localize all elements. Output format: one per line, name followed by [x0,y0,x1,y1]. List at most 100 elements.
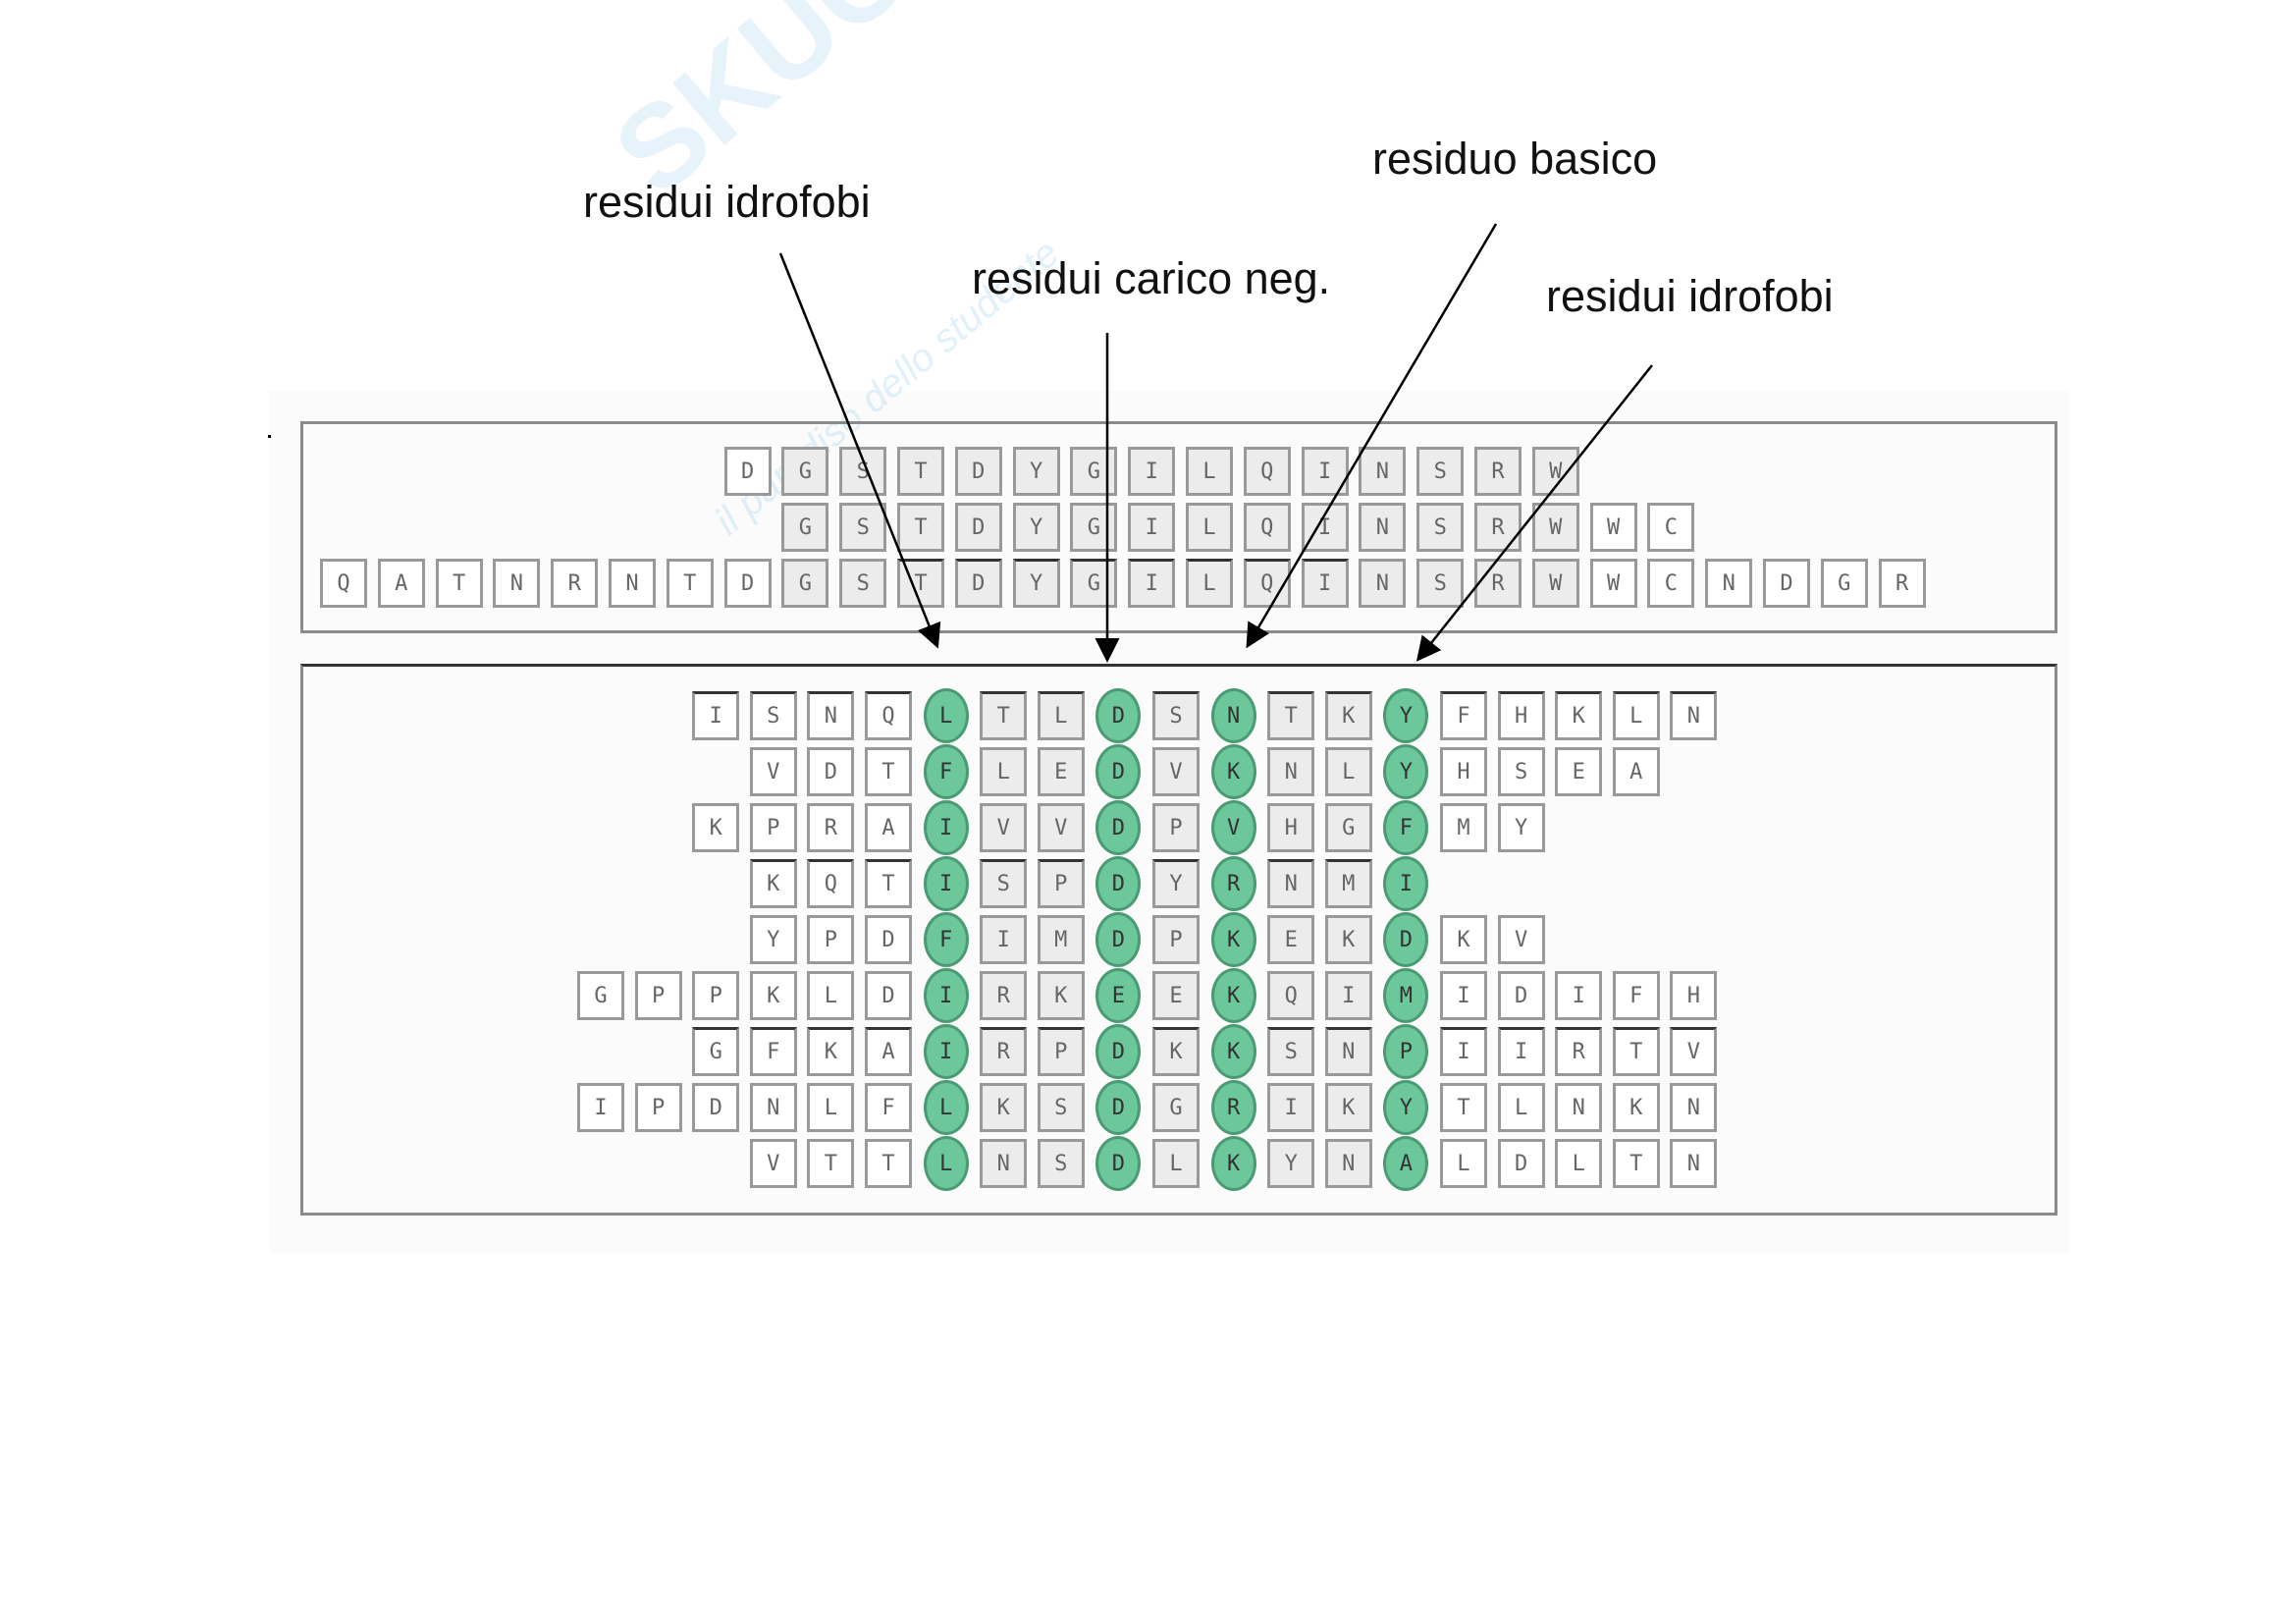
residue-cell: M [1324,859,1372,908]
residue-cell: K [1555,691,1603,740]
highlighted-residue-circle: N [1210,688,1256,743]
residue-cell: A [865,1027,912,1076]
residue-cell: N [1555,1083,1603,1132]
residue-cell: H [1267,803,1315,852]
top-residue-cell: G [1070,447,1118,496]
residue-cell: E [1152,971,1200,1020]
residue-cell: L [1037,691,1085,740]
top-residue-cell: I [1301,559,1349,608]
top-residue-cell: Q [1243,559,1291,608]
top-residue-cell: S [1416,447,1465,496]
residue-cell: P [1037,859,1085,908]
residue-cell: K [1037,971,1085,1020]
highlighted-residue-circle: F [1383,800,1429,855]
residue-cell: T [865,859,912,908]
residue-cell: H [1670,971,1718,1020]
top-residue-cell: R [1474,559,1522,608]
arrow-basic [1246,223,1498,649]
residue-cell: G [1152,1083,1200,1132]
residue-cell: G [692,1027,740,1076]
residue-cell: N [1267,747,1315,796]
residue-cell: I [1267,1083,1315,1132]
top-residue-cell: Y [1012,447,1060,496]
top-residue-cell: C [1647,559,1695,608]
residue-cell: T [807,1139,855,1188]
residue-cell: E [1037,747,1085,796]
highlighted-residue-circle: P [1383,1024,1429,1079]
residue-cell: N [1670,1083,1718,1132]
residue-cell: I [1324,971,1372,1020]
arrow-hydrophobic-left [778,252,941,649]
residue-cell: L [1152,1139,1200,1188]
residue-cell: T [1612,1139,1660,1188]
residue-cell: Q [865,691,912,740]
highlighted-residue-circle: D [1095,912,1142,967]
residue-cell: I [577,1083,624,1132]
residue-cell: D [1497,1139,1545,1188]
top-residue-cell: D [954,503,1002,552]
highlighted-residue-circle: R [1210,1080,1256,1135]
residue-cell: N [749,1083,797,1132]
residue-cell: V [749,747,797,796]
top-residue-cell: W [1531,503,1579,552]
highlighted-residue-circle: M [1383,968,1429,1023]
top-residue-cell: Y [1012,559,1060,608]
residue-cell: S [749,691,797,740]
top-residue-cell: Q [320,559,367,608]
top-residue-cell: N [493,559,541,608]
highlighted-residue-circle: E [1095,968,1142,1023]
top-residue-cell: A [377,559,425,608]
residue-cell: K [749,859,797,908]
highlighted-residue-circle: I [1383,856,1429,911]
top-residue-cell: T [666,559,714,608]
residue-cell: Q [807,859,855,908]
highlighted-residue-circle: R [1210,856,1256,911]
residue-cell: D [692,1083,740,1132]
residue-cell: N [807,691,855,740]
residue-cell: Y [749,915,797,964]
top-residue-cell: G [781,559,829,608]
highlighted-residue-circle: Y [1383,744,1429,799]
top-residue-cell: G [781,447,829,496]
highlighted-residue-circle: D [1095,856,1142,911]
top-residue-cell: N [1359,447,1407,496]
residue-cell: K [1612,1083,1660,1132]
top-residue-cell: W [1589,559,1637,608]
top-residue-cell: L [1186,447,1233,496]
top-residue-cell: L [1186,559,1233,608]
residue-cell: Y [1152,859,1200,908]
residue-cell: I [1497,1027,1545,1076]
top-residue-cell: G [781,503,829,552]
highlighted-residue-circle: D [1095,744,1142,799]
residue-cell: S [1037,1139,1085,1188]
label-hydrophobic-left: residui idrofobi [583,177,871,227]
residue-cell: H [1440,747,1487,796]
residue-cell: V [749,1139,797,1188]
top-residue-cell: G [1820,559,1868,608]
residue-cell: G [577,971,624,1020]
highlighted-residue-circle: I [923,856,969,911]
residue-cell: L [980,747,1028,796]
residue-cell: N [1670,691,1718,740]
highlighted-residue-circle: D [1095,688,1142,743]
top-residue-cell: R [1474,503,1522,552]
highlighted-residue-circle: D [1095,800,1142,855]
top-residue-cell: Y [1012,503,1060,552]
residue-cell: F [865,1083,912,1132]
residue-cell: T [865,1139,912,1188]
top-residue-cell: C [1647,503,1695,552]
arrow-hydrophobic-right [1415,364,1653,662]
top-residue-cell: N [1705,559,1753,608]
residue-cell: D [1497,971,1545,1020]
residue-cell: K [1324,1083,1372,1132]
bottom-alignment-box [300,664,2057,1216]
residue-cell: K [1324,691,1372,740]
highlighted-residue-circle: L [923,1136,969,1191]
top-residue-cell: W [1531,559,1579,608]
residue-cell: V [1670,1027,1718,1076]
highlighted-residue-circle: D [1095,1024,1142,1079]
residue-cell: L [1612,691,1660,740]
residue-cell: R [1555,1027,1603,1076]
top-residue-cell: S [1416,503,1465,552]
